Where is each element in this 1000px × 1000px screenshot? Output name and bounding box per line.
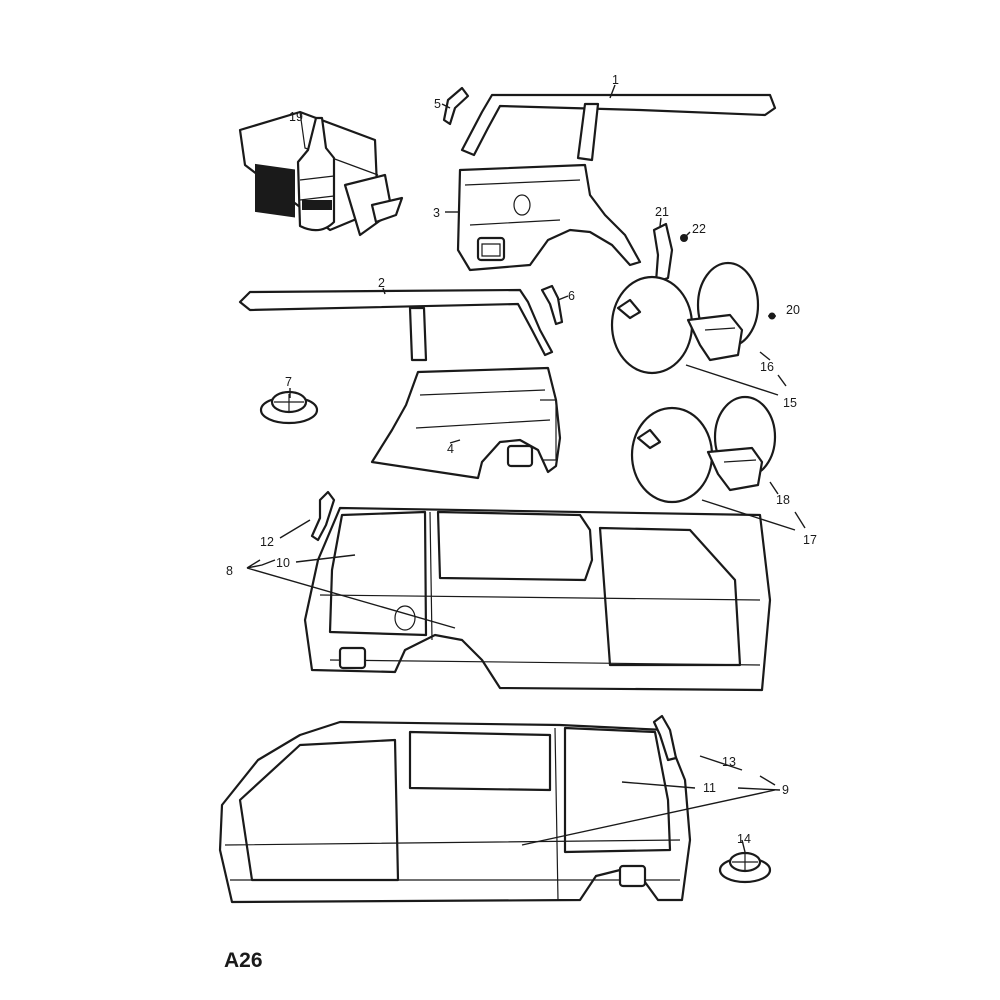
page-code: A26 [224,949,263,972]
clip-part-14 [718,851,772,884]
callout-5: 5 [434,97,441,111]
fuel-door-lower [630,395,777,504]
callout-22: 22 [692,222,706,236]
callout-11: 11 [703,781,716,795]
side-panel-part-8 [303,506,772,692]
callout-18: 18 [776,493,790,507]
callout-labels: 1 2 3 4 5 6 7 8 9 10 11 12 13 14 15 16 1… [226,73,817,846]
callout-14: 14 [737,832,751,846]
callout-13: 13 [722,755,736,769]
callout-8: 8 [226,564,233,578]
trim-part-13 [652,714,678,762]
callout-21: 21 [655,205,669,219]
trim-part-5 [442,86,470,126]
callout-20: 20 [786,303,800,317]
quarter-panel-part-3 [456,163,642,272]
callout-9: 9 [782,783,789,797]
callout-15: 15 [783,396,797,410]
callout-12: 12 [260,535,274,549]
callout-4: 4 [447,442,454,456]
quarter-panel-part-4 [370,366,562,480]
side-panel-part-9 [218,720,692,904]
hinge-part-21 [652,222,674,284]
trim-part-6 [540,284,564,326]
roof-rail-part-2 [238,288,554,362]
fuel-cap-part-17 [630,406,714,504]
callout-1: 1 [612,73,619,87]
callout-16: 16 [760,360,774,374]
callout-17: 17 [803,533,817,547]
fuel-door-upper [610,222,776,375]
fuel-cap-part-15 [610,275,694,375]
callout-6: 6 [568,289,575,303]
callout-7: 7 [285,375,292,389]
callout-19: 19 [289,110,303,124]
leader-lines [246,84,806,853]
callout-2: 2 [378,276,385,290]
clip-part-7 [259,390,319,425]
adhesive-kit-part-19 [238,110,404,237]
roof-rail-part-1 [460,93,777,162]
callout-10: 10 [276,556,290,570]
callout-3: 3 [433,206,440,220]
trim-part-12 [310,490,336,542]
